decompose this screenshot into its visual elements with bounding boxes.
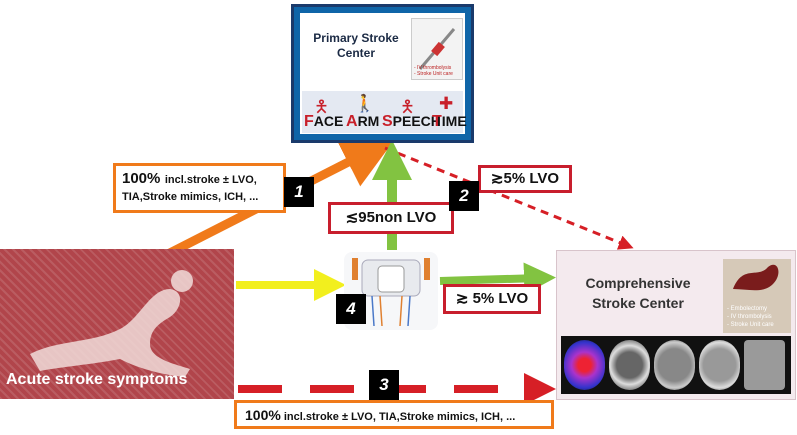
label-text: incl.stroke ± LVO, TIA,Stroke mimics, IC… bbox=[283, 411, 516, 423]
arrow-primary-to-comprehensive bbox=[384, 146, 634, 250]
ct-scan-image bbox=[609, 340, 650, 390]
ct-scanner-icon bbox=[352, 258, 430, 327]
iv-line-image: - IV thrombolysis - Stroke Unit care bbox=[411, 18, 463, 80]
mri-scan-image bbox=[699, 340, 740, 390]
acute-stroke-symptoms-panel: Acute stroke symptoms bbox=[0, 249, 234, 399]
label-box-all-patients-to-comprehensive: 100% incl.stroke ± LVO, TIA,Stroke mimic… bbox=[234, 400, 554, 429]
time-cross-icon: ✚ bbox=[439, 94, 454, 113]
comprehensive-photo-notes: - Embolectomy - IV thrombolysis - Stroke… bbox=[727, 305, 774, 329]
ct-scan-image bbox=[654, 340, 695, 390]
face-figure-icon: 🯅 bbox=[314, 97, 329, 116]
label-box-all-patients-to-primary: 100% incl.stroke ± LVO, TIA,Stroke mimic… bbox=[113, 163, 286, 213]
photo-note: - Stroke Unit care bbox=[727, 322, 774, 328]
photo-note: - IV thrombolysis bbox=[414, 65, 452, 71]
primary-stroke-center: Primary Stroke Center - IV thrombolysis … bbox=[291, 4, 474, 143]
mobile-stroke-unit-image bbox=[344, 252, 438, 330]
hatch-texture bbox=[0, 249, 234, 399]
pathway-number-1: 1 bbox=[284, 177, 314, 207]
label-box-lvo-transfer: ≳5% LVO bbox=[478, 165, 572, 193]
collapsed-person-icon bbox=[30, 270, 193, 377]
percent-value: 100% bbox=[122, 170, 161, 187]
syringe-icon bbox=[418, 28, 456, 70]
fast-face: FACE bbox=[304, 113, 344, 130]
percent-value: 100% bbox=[245, 407, 281, 423]
brain-imaging-strip bbox=[561, 336, 791, 394]
fast-banner: 🯅 🚶 🯅 ✚ FACE ARM SPEECH TIME bbox=[302, 91, 467, 133]
comprehensive-stroke-center: Comprehensive Stroke Center - Embolectom… bbox=[556, 250, 796, 400]
label-text: TIA,Stroke mimics, ICH, ... bbox=[122, 191, 259, 203]
photo-note: - Stroke Unit care bbox=[414, 71, 453, 77]
label-text: incl.stroke ± LVO, bbox=[164, 174, 257, 186]
primary-stroke-center-panel: Primary Stroke Center - IV thrombolysis … bbox=[300, 13, 467, 134]
perfusion-scan-image bbox=[564, 340, 605, 390]
comprehensive-stroke-center-title: Comprehensive Stroke Center bbox=[585, 275, 691, 311]
arm-figure-icon: 🚶 bbox=[354, 94, 376, 113]
arrow-msu-to-comprehensive bbox=[439, 262, 556, 295]
label-box-non-lvo: ≲95non LVO bbox=[328, 202, 454, 234]
fast-speech: SPEECH bbox=[382, 113, 441, 130]
fast-arm: ARM bbox=[346, 113, 380, 130]
primary-photo-notes: - IV thrombolysis - Stroke Unit care bbox=[414, 65, 453, 77]
primary-stroke-center-title: Primary Stroke Center bbox=[313, 31, 399, 60]
angiography-image bbox=[744, 340, 785, 390]
fast-time: TIME bbox=[432, 113, 467, 130]
photo-note: - IV thrombolysis bbox=[727, 314, 772, 320]
acute-stroke-label: Acute stroke symptoms bbox=[6, 371, 188, 388]
speech-figure-icon: 🯅 bbox=[400, 97, 415, 116]
photo-note: - Embolectomy bbox=[727, 306, 768, 312]
pathway-number-4: 4 bbox=[336, 294, 366, 324]
pathway-number-2: 2 bbox=[449, 181, 479, 211]
thrombus-photo: - Embolectomy - IV thrombolysis - Stroke… bbox=[723, 259, 791, 333]
pathway-number-3: 3 bbox=[369, 370, 399, 400]
label-box-lvo-msu: ≳ 5% LVO bbox=[443, 284, 541, 314]
clot-icon bbox=[733, 264, 779, 291]
